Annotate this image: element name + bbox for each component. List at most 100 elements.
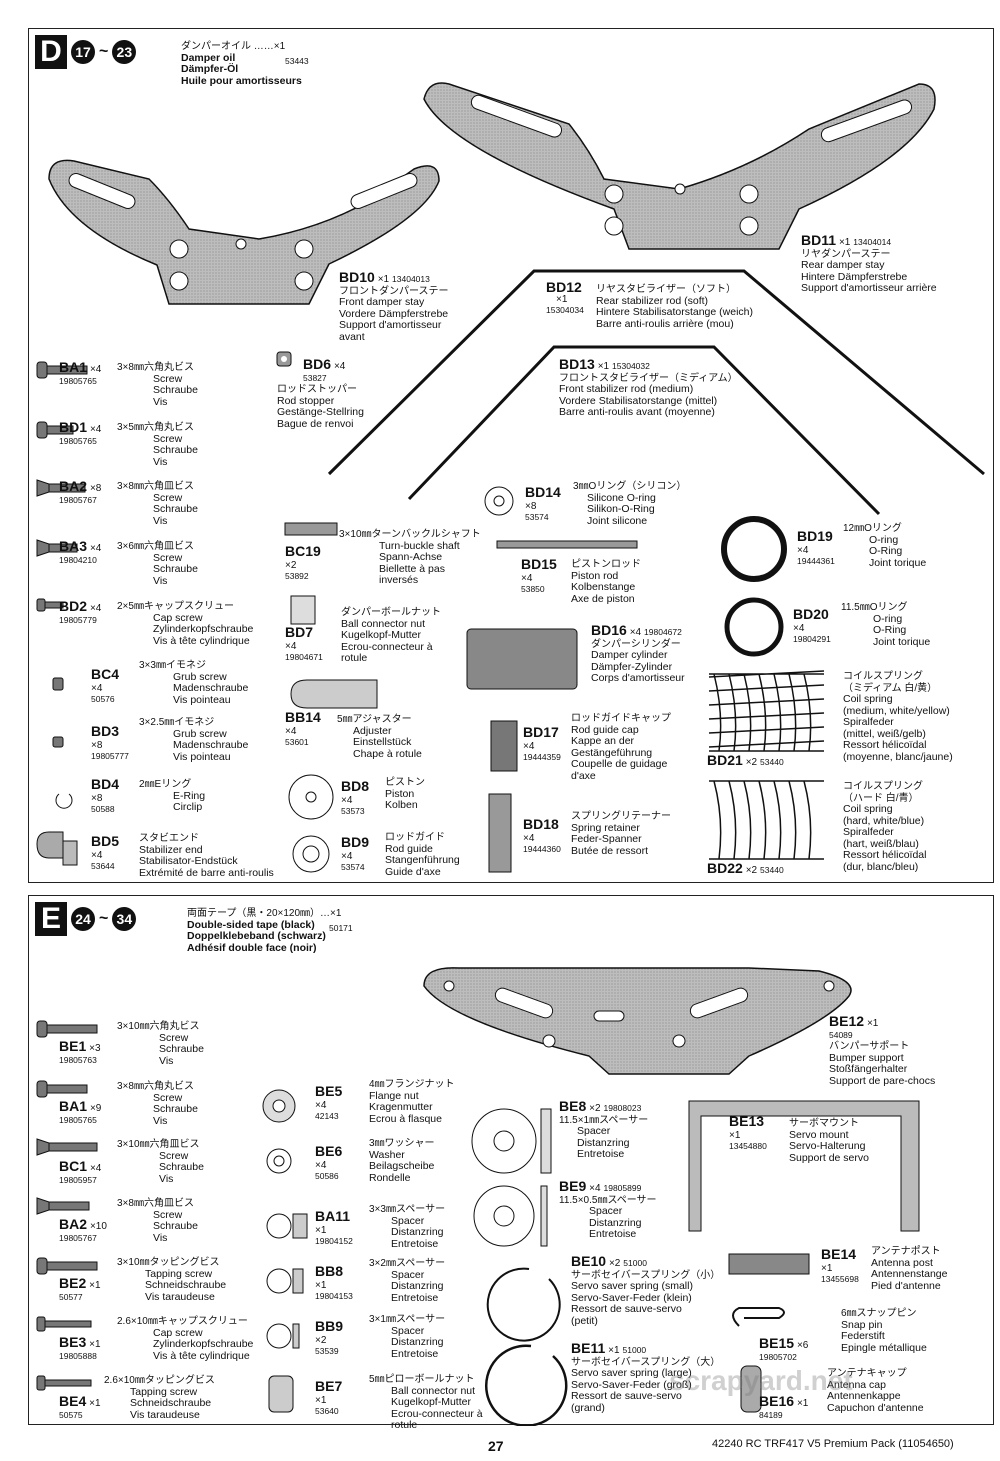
section-d-drawings: [36, 82, 985, 873]
front-stabilizer-drawing: [407, 345, 881, 516]
section-d-panel: D 17 ~ 23 ダンパーオイル ……×1 Damper oil Dämpfe…: [28, 28, 994, 883]
step-range-sep: ~: [99, 43, 109, 60]
rear-stabilizer-drawing: [327, 269, 985, 476]
step-to: 23: [112, 40, 137, 64]
screws-column-e: [36, 1020, 98, 1391]
coil-spring-medium-drawing: [708, 670, 825, 752]
snap-pin-drawing: [732, 1307, 785, 1327]
antenna-cap-drawing: [740, 1365, 762, 1413]
section-letter: D: [35, 35, 67, 69]
part-bd12-label: BD12 ×1 15304034: [546, 279, 584, 315]
supply-damper-oil: ダンパーオイル ……×1 Damper oil Dämpfer-Öl Huile…: [181, 41, 302, 87]
part-bd12-desc: リヤスタビライザー（ソフト）Rear stabilizer rod (soft)…: [596, 284, 753, 330]
supply-pn: 53443: [285, 56, 309, 66]
spacer-3x1-drawing: [266, 1323, 292, 1349]
part-bd11-label: BD11 ×1 13404014 リヤダンパーステー Rear damper s…: [801, 232, 937, 294]
oring-115mm-drawing: [724, 597, 784, 657]
supply-double-sided-tape: 両面テープ（黒・20×120㎜）…×1 Double-sided tape (b…: [187, 908, 342, 954]
part-bd21-code: BD21 ×2 53440: [707, 752, 784, 768]
ball-connector-nut-e-drawing: [268, 1375, 294, 1413]
servo-saver-spring-small-drawing: [486, 1267, 561, 1342]
step-from: 17: [71, 40, 95, 64]
servo-saver-spring-large-drawing: [484, 1344, 568, 1426]
footer-product: 42240 RC TRF417 V5 Premium Pack (1105465…: [712, 1438, 954, 1450]
rod-guide-cap-drawing: [490, 720, 518, 772]
bumper-support-drawing: [423, 967, 852, 1075]
step-range-sep: ~: [99, 910, 109, 927]
coil-spring-hard-drawing: [709, 780, 824, 860]
oring-12mm-drawing: [721, 516, 787, 582]
turnbuckle-drawing: [284, 522, 338, 536]
part-bd22-desc: コイルスプリング（ハード 白/青）Coil spring(hard, white…: [843, 781, 927, 873]
ball-connector-nut-drawing: [290, 595, 316, 625]
rear-damper-stay-drawing: [423, 82, 936, 250]
part-bd10-label: BD10 ×1 13404013 フロントダンパーステー Front dampe…: [339, 269, 449, 343]
antenna-post-drawing: [728, 1253, 810, 1275]
spring-retainer-drawing: [488, 793, 512, 873]
servo-mount-drawing: [688, 1100, 920, 1232]
supply-pn: 50171: [329, 923, 353, 933]
section-letter: E: [35, 902, 67, 936]
part-bd22-code: BD22 ×2 53440: [707, 860, 784, 876]
part-bd13-label: BD13 ×1 15304032 フロントスタビライザー（ミディアム）Front…: [559, 356, 738, 418]
piston-rod-drawing: [496, 540, 638, 549]
watermark: scrapyard.net: [669, 1365, 853, 1396]
step-to: 34: [112, 907, 137, 931]
section-e-header: E 24 ~ 34: [35, 902, 137, 936]
